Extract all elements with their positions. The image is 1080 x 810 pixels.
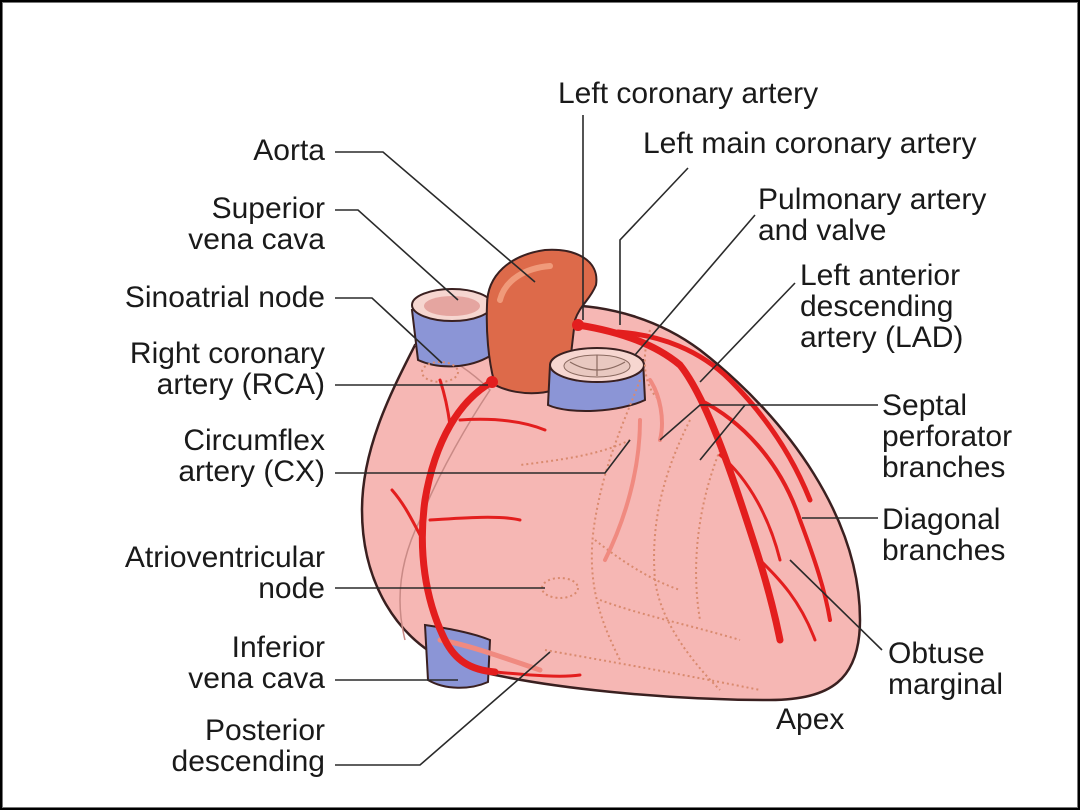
label-line: artery (LAD) xyxy=(800,321,964,354)
coronary-arteries xyxy=(390,319,832,678)
label-line: Atrioventricular xyxy=(124,541,325,574)
label-line: node xyxy=(258,572,325,605)
label-line: branches xyxy=(882,534,1006,567)
dotted-vessels xyxy=(421,329,761,691)
label-line: Right coronary xyxy=(129,337,325,370)
label-posterior-descending: Posterior descending xyxy=(172,715,325,777)
label-line: Superior xyxy=(211,192,325,225)
label-septal-perforator: Septal perforator branches xyxy=(882,390,1012,483)
label-line: vena cava xyxy=(188,223,325,256)
label-line: and valve xyxy=(758,214,887,247)
label-line: artery (RCA) xyxy=(156,368,325,401)
label-atrioventricular-node: Atrioventricular node xyxy=(125,542,325,604)
label-line: descending xyxy=(171,745,325,778)
heart-body xyxy=(360,303,862,702)
label-line: marginal xyxy=(888,668,1004,701)
label-line: Inferior xyxy=(231,631,325,664)
label-pulmonary-artery: Pulmonary artery and valve xyxy=(758,184,986,246)
label-superior-vena-cava: Superior vena cava xyxy=(188,193,325,255)
label-circumflex-artery: Circumflex artery (CX) xyxy=(178,425,325,487)
label-apex: Apex xyxy=(776,703,845,736)
label-right-coronary-artery: Right coronary artery (RCA) xyxy=(130,338,325,400)
label-left-coronary-artery: Left coronary artery xyxy=(558,77,819,110)
label-line: Diagonal xyxy=(882,503,1001,536)
label-sinoatrial-node: Sinoatrial node xyxy=(124,281,325,314)
label-line: Septal xyxy=(882,389,968,422)
superior-vena-cava xyxy=(410,288,494,368)
label-line: Circumflex xyxy=(183,424,325,457)
label-line: descending xyxy=(800,290,954,323)
label-line: branches xyxy=(882,451,1006,484)
label-line: Obtuse xyxy=(888,637,985,670)
label-line: Pulmonary artery xyxy=(758,183,987,216)
label-inferior-vena-cava: Inferior vena cava xyxy=(188,632,325,694)
label-aorta: Aorta xyxy=(253,134,325,167)
label-line: Left anterior xyxy=(800,259,961,292)
label-lad: Left anterior descending artery (LAD) xyxy=(800,260,963,353)
label-line: artery (CX) xyxy=(178,455,325,488)
leader-lines xyxy=(335,115,883,766)
label-line: vena cava xyxy=(188,662,325,695)
pulmonary-artery-vessel xyxy=(546,347,647,412)
label-obtuse-marginal: Obtuse marginal xyxy=(888,638,1003,700)
label-line: perforator xyxy=(882,420,1013,453)
label-left-main-coronary-artery: Left main coronary artery xyxy=(643,127,977,160)
label-line: Posterior xyxy=(204,714,325,747)
label-diagonal-branches: Diagonal branches xyxy=(882,504,1005,566)
